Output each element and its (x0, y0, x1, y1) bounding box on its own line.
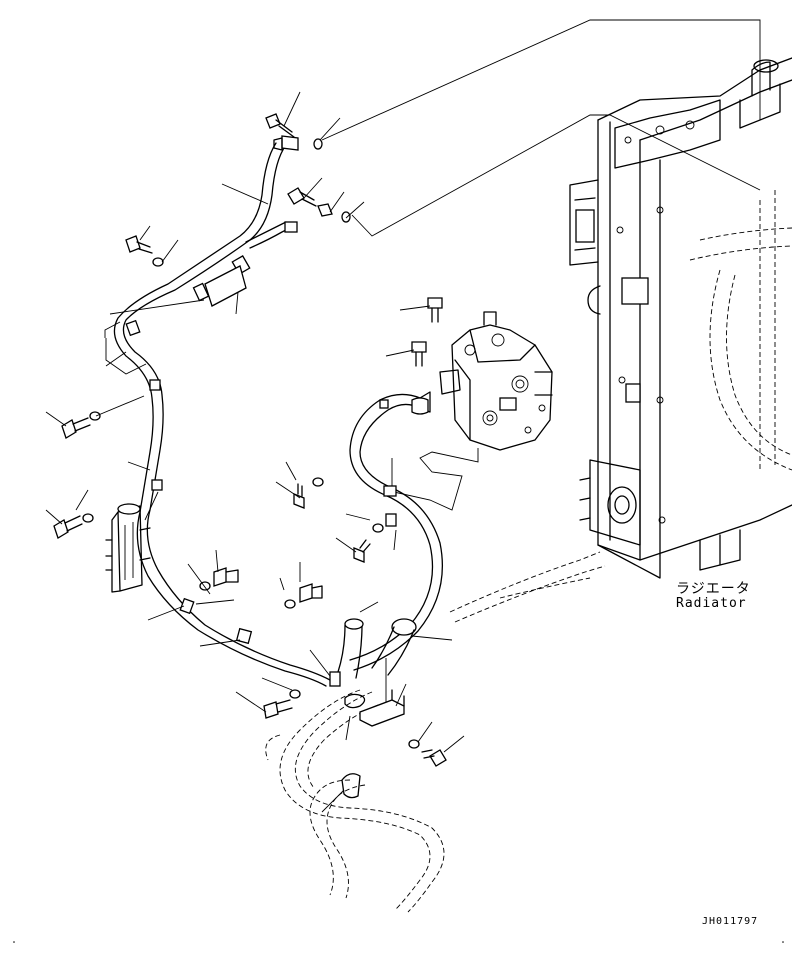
valve-icon (439, 311, 553, 451)
leader-line-valve (384, 448, 479, 511)
scan-specks (13, 941, 784, 943)
bracket-icon (359, 689, 405, 727)
hose-fitting-mid (284, 221, 298, 233)
clamp-icon (125, 255, 397, 799)
radiator-icon (569, 57, 792, 579)
drawing-id: JH011797 (702, 916, 759, 927)
elbow-pipe (337, 618, 417, 679)
leader-line-lower (351, 114, 761, 237)
callout-leaders (45, 91, 465, 813)
hose-short-segment (249, 227, 291, 249)
bolt-icon (53, 113, 447, 767)
washer-icon (82, 257, 420, 749)
leader-line-accumulator (144, 491, 159, 521)
hydraulic-hose-left (113, 142, 331, 687)
o-ring-icon (313, 138, 351, 223)
radiator-label-en: Radiator (676, 596, 747, 611)
hose-fitting-upper (273, 135, 299, 151)
accumulator-icon (105, 503, 151, 593)
leader-line-upper (321, 19, 761, 141)
radiator-label-jp: ラジエータ (676, 581, 751, 597)
dashed-hydraulic-line (265, 551, 606, 913)
